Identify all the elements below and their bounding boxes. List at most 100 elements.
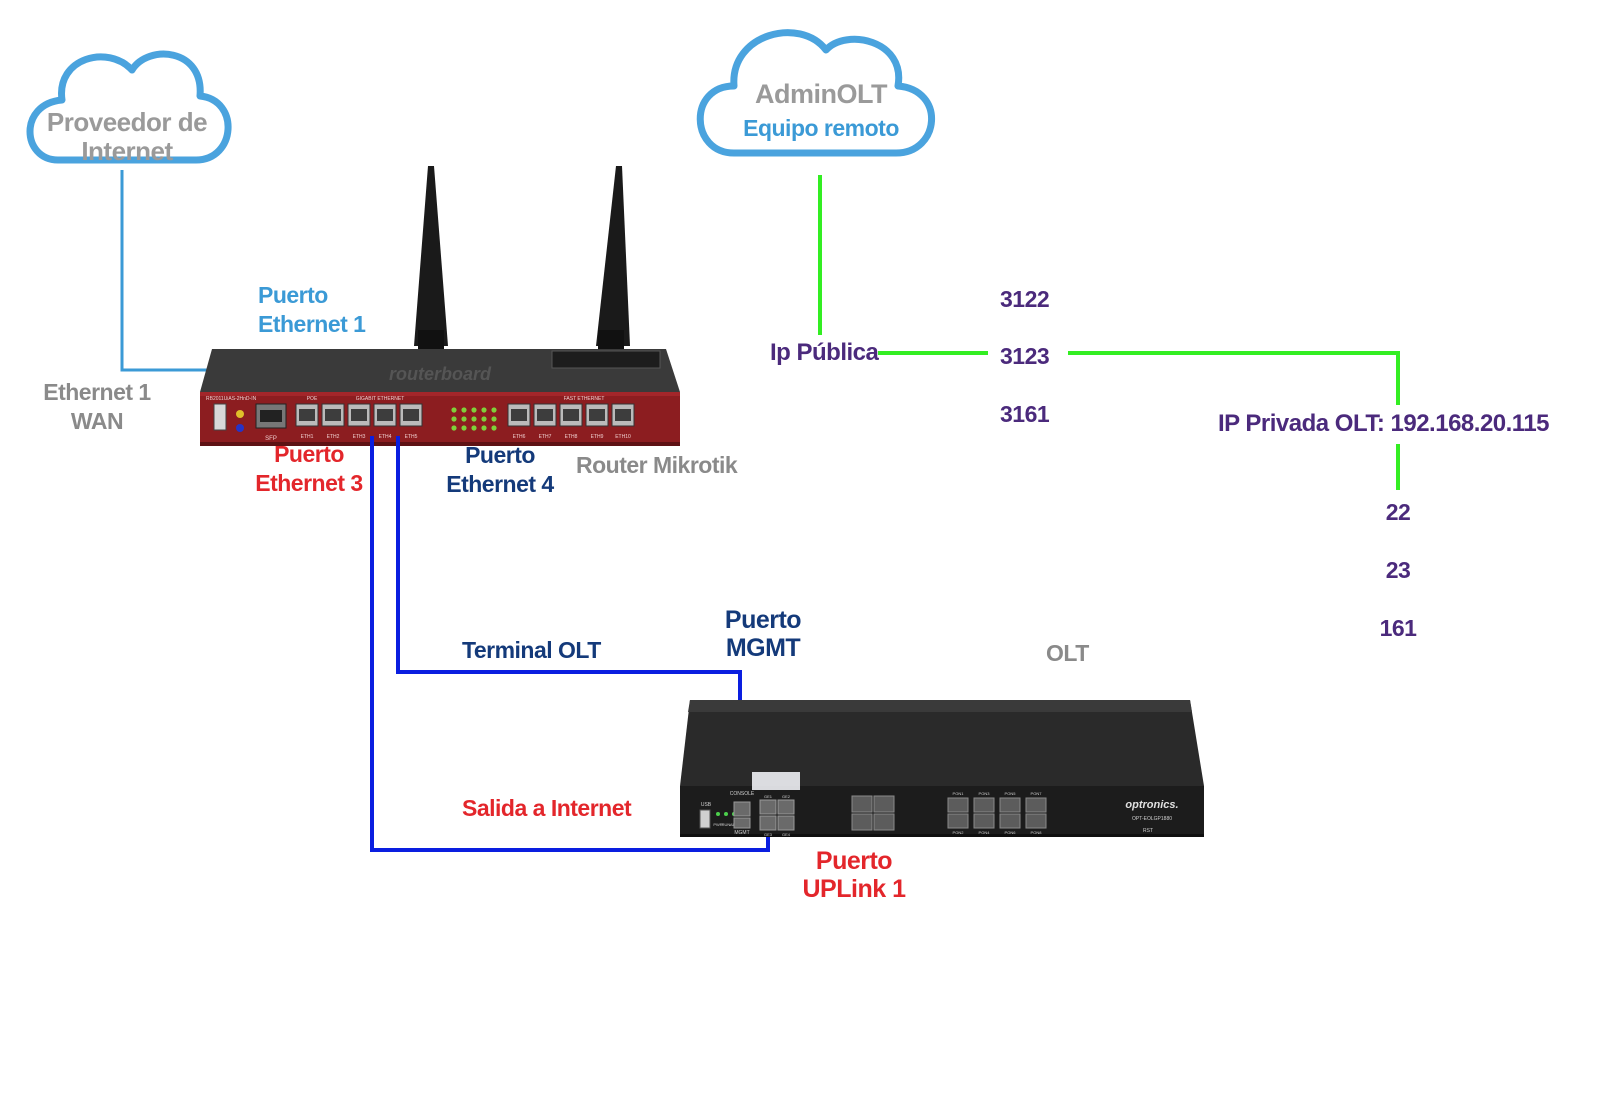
cloud-icon — [26, 50, 232, 164]
olt-label: OLT — [1046, 640, 1089, 666]
svg-text:USB: USB — [701, 802, 712, 808]
router-icon: routerboard SFP RB2011UiAS-2HnD-IN POE G… — [200, 349, 680, 446]
status-led-icon — [451, 407, 457, 413]
svg-text:OPT-EOLGP1880: OPT-EOLGP1880 — [1132, 816, 1172, 822]
router-ethernet-port: ETH7 — [533, 403, 557, 440]
isp-cloud-line2: Internet — [81, 135, 173, 166]
puerto-mgmt-line2: MGMT — [725, 633, 801, 662]
router-port-label: ETH2 — [327, 434, 340, 440]
puerto-mgmt-label: Puerto MGMT — [708, 606, 818, 662]
status-led-icon — [724, 812, 728, 816]
olt-sfp-cage — [851, 795, 873, 813]
router-port-label: ETH9 — [591, 434, 604, 440]
router-port-label: ETH5 — [405, 434, 418, 440]
nat-link-line — [1068, 351, 1400, 405]
olt-ge-label: GE4 — [782, 832, 791, 837]
status-led-icon — [471, 407, 477, 413]
eth1-wan-label: Ethernet 1 WAN — [32, 379, 162, 435]
ip-privada-prefix: IP Privada OLT: — [1218, 410, 1385, 437]
svg-text:RB2011UiAS-2HnD-IN: RB2011UiAS-2HnD-IN — [206, 396, 257, 402]
puerto-eth3-label: Puerto Ethernet 3 — [246, 441, 372, 497]
olt-sfp-cage — [873, 813, 895, 831]
olt-led-label: RUN — [722, 822, 731, 827]
olt-led-label: PWR — [713, 822, 722, 827]
cloud-icon — [696, 29, 936, 157]
router-ethernet-port: ETH10 — [611, 403, 635, 440]
eth1-wan-line1: Ethernet 1 — [43, 379, 151, 405]
olt-ge-label: GE2 — [782, 794, 791, 799]
router-ethernet-port: ETH9 — [585, 403, 609, 440]
status-led-icon — [481, 425, 487, 431]
status-led-icon — [461, 416, 467, 422]
puerto-eth1-line1: Puerto — [258, 282, 328, 308]
olt-pon-label: PON8 — [1031, 830, 1043, 835]
antenna-icon — [414, 166, 448, 350]
isp-cloud-line1: Proveedor de — [46, 107, 208, 137]
private-port: 23 — [1385, 557, 1411, 583]
olt-ge-port: GE4 — [777, 815, 795, 837]
public-port: 3123 — [1000, 343, 1050, 369]
puerto-eth1-label: Puerto Ethernet 1 — [258, 282, 366, 338]
router-port-label: ETH1 — [301, 434, 314, 440]
puerto-eth4-label: Puerto Ethernet 4 — [436, 442, 564, 498]
olt-pon-label: PON7 — [1031, 791, 1043, 796]
olt-ge-port: GE3 — [759, 815, 777, 837]
svg-text:FAST ETHERNET: FAST ETHERNET — [564, 396, 605, 402]
admin-cloud-line2: Equipo remoto — [743, 114, 899, 141]
router-ethernet-port: ETH3 — [347, 403, 371, 440]
router-ethernet-port: ETH8 — [559, 403, 583, 440]
puerto-uplink-line2: UPLink 1 — [802, 874, 906, 903]
puerto-mgmt-line1: Puerto — [724, 606, 802, 634]
olt-ge-label: GE3 — [764, 832, 773, 837]
terminal-olt-label: Terminal OLT — [462, 637, 601, 663]
puerto-eth1-line2: Ethernet 1 — [258, 311, 366, 338]
salida-internet-label: Salida a Internet — [462, 795, 632, 821]
status-led-icon — [471, 425, 477, 431]
svg-text:SFP: SFP — [265, 436, 277, 442]
puerto-uplink-label: Puerto UPLink 1 — [784, 847, 924, 903]
ip-publica-label: Ip Pública — [770, 339, 879, 366]
olt-pon-label: PON5 — [1005, 791, 1017, 796]
ip-privada-address: 192.168.20.115 — [1390, 410, 1550, 437]
admin-cloud-line1: AdminOLT — [755, 79, 887, 109]
olt-device-icon: USB PWRRUNALM CONSOLE MGMT GE1GE2GE3GE4 … — [680, 700, 1204, 837]
status-led-icon — [481, 416, 487, 422]
ip-privada-label: IP Privada OLT: 192.168.20.115 — [1218, 410, 1550, 437]
eth1-wan-line2: WAN — [70, 408, 124, 435]
admin-cloud-label: AdminOLT Equipo remoto — [716, 79, 926, 141]
svg-text:RST: RST — [1143, 828, 1153, 834]
svg-text:routerboard: routerboard — [389, 364, 492, 384]
olt-pon-label: PON4 — [979, 830, 991, 835]
olt-ge-label: GE1 — [764, 794, 773, 799]
isp-cloud-label: Proveedor de Internet — [34, 108, 220, 165]
olt-ge-port: GE1 — [759, 794, 777, 815]
status-led-icon — [491, 407, 497, 413]
puerto-eth3-line2: Ethernet 3 — [255, 470, 363, 497]
status-led-icon — [471, 416, 477, 422]
router-port-label: ETH10 — [615, 434, 631, 440]
olt-ge-port: GE2 — [777, 794, 795, 815]
antenna-icon — [596, 166, 630, 350]
router-label: Router Mikrotik — [576, 452, 738, 478]
status-led-icon — [491, 425, 497, 431]
puerto-eth3-line1: Puerto — [274, 441, 344, 467]
svg-text:CONSOLE: CONSOLE — [730, 791, 755, 797]
status-led-icon — [491, 416, 497, 422]
puerto-eth4-line1: Puerto — [465, 442, 535, 468]
status-led-icon — [451, 425, 457, 431]
router-port-label: ETH8 — [565, 434, 578, 440]
status-led-icon — [461, 407, 467, 413]
puerto-eth4-line2: Ethernet 4 — [446, 471, 554, 498]
svg-text:optronics.: optronics. — [1125, 799, 1178, 811]
svg-text:MGMT: MGMT — [734, 830, 749, 836]
router-port-label: ETH4 — [379, 434, 392, 440]
router-ethernet-port: ETH2 — [321, 403, 345, 440]
public-port: 3161 — [1000, 401, 1050, 427]
public-port: 3122 — [1000, 286, 1050, 312]
svg-text:GIGABIT ETHERNET: GIGABIT ETHERNET — [356, 396, 405, 402]
router-port-label: ETH3 — [353, 434, 366, 440]
